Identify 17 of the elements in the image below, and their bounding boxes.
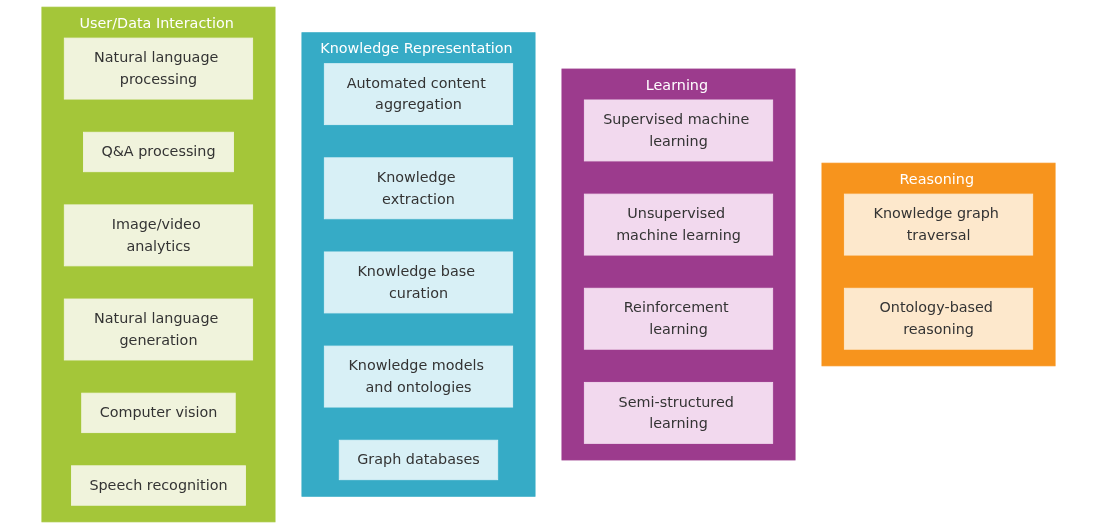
node-box: Ontology-based reasoning xyxy=(843,287,1034,350)
node-box: Natural language processing xyxy=(63,37,254,100)
node-box: Speech recognition xyxy=(71,465,246,506)
node-box: Q&A processing xyxy=(83,131,234,173)
node-box: Knowledge base curation xyxy=(323,251,514,314)
node-box: Knowledge models and ontologies xyxy=(323,345,514,408)
node-box: Computer vision xyxy=(81,392,236,434)
node-box: Natural language generation xyxy=(63,298,254,361)
node-box: Graph databases xyxy=(338,439,499,481)
node-box: Semi-structured learning xyxy=(583,381,774,444)
node-box: Knowledge graph traversal xyxy=(843,193,1034,256)
node-box: Image/video analytics xyxy=(63,204,254,267)
node-box: Knowledge extraction xyxy=(323,157,514,220)
node-box: Automated content aggregation xyxy=(323,63,514,126)
node-box: Unsupervised machine learning xyxy=(583,193,774,256)
node-box: Reinforcement learning xyxy=(583,287,774,350)
node-box: Supervised machine learning xyxy=(583,99,774,162)
